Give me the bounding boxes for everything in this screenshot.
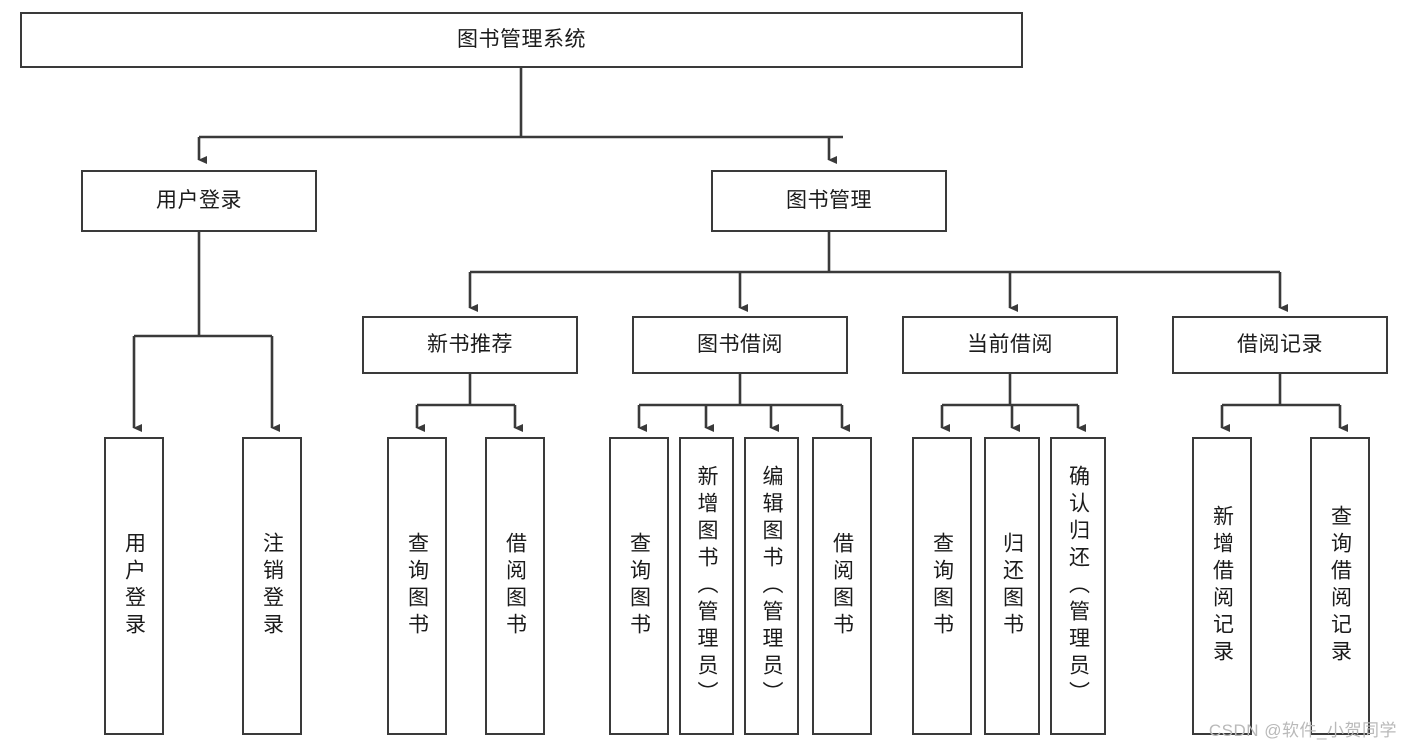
node-new-book-recommend-label: 新书推荐 <box>427 333 513 357</box>
edge-borrowrecord-to-leaves <box>1220 374 1348 432</box>
edge-userlogin-to-leaves <box>132 232 280 432</box>
leaf-edit-book-admin[interactable]: 编辑图书（管理员） <box>744 437 799 735</box>
node-root[interactable]: 图书管理系统 <box>20 12 1023 68</box>
leaf-logout-login[interactable]: 注销登录 <box>242 437 302 735</box>
leaf-borrow-book-recommend[interactable]: 借阅图书 <box>485 437 545 735</box>
node-book-manage-label: 图书管理 <box>786 189 872 213</box>
edge-currentborrow-to-leaves <box>940 374 1086 432</box>
edge-root-to-level2 <box>197 68 843 164</box>
leaf-query-book-current-label: 查询图书 <box>930 532 954 640</box>
node-borrow-record[interactable]: 借阅记录 <box>1172 316 1388 374</box>
node-borrow-record-label: 借阅记录 <box>1237 333 1323 357</box>
leaf-edit-book-admin-label: 编辑图书（管理员） <box>760 464 783 708</box>
leaf-logout-login-label: 注销登录 <box>260 532 284 640</box>
leaf-add-borrow-record[interactable]: 新增借阅记录 <box>1192 437 1252 735</box>
leaf-borrow-book-borrow[interactable]: 借阅图书 <box>812 437 872 735</box>
leaf-query-borrow-record-label: 查询借阅记录 <box>1328 505 1352 667</box>
leaf-query-book-recommend-label: 查询图书 <box>405 532 429 640</box>
leaf-return-book[interactable]: 归还图书 <box>984 437 1040 735</box>
node-new-book-recommend[interactable]: 新书推荐 <box>362 316 578 374</box>
leaf-user-login[interactable]: 用户登录 <box>104 437 164 735</box>
leaf-return-book-label: 归还图书 <box>1000 532 1024 640</box>
leaf-add-book-admin[interactable]: 新增图书（管理员） <box>679 437 734 735</box>
node-root-label: 图书管理系统 <box>457 28 586 52</box>
node-current-borrow[interactable]: 当前借阅 <box>902 316 1118 374</box>
leaf-query-borrow-record[interactable]: 查询借阅记录 <box>1310 437 1370 735</box>
leaf-query-book-borrow[interactable]: 查询图书 <box>609 437 669 735</box>
node-book-borrow[interactable]: 图书借阅 <box>632 316 848 374</box>
leaf-query-book-current[interactable]: 查询图书 <box>912 437 972 735</box>
leaf-borrow-book-borrow-label: 借阅图书 <box>830 532 854 640</box>
leaf-add-borrow-record-label: 新增借阅记录 <box>1210 505 1234 667</box>
node-book-manage[interactable]: 图书管理 <box>711 170 947 232</box>
leaf-query-book-borrow-label: 查询图书 <box>627 532 651 640</box>
edge-bookmanage-to-level3 <box>468 232 1288 312</box>
leaf-confirm-return-admin[interactable]: 确认归还（管理员） <box>1050 437 1106 735</box>
node-user-login-label: 用户登录 <box>156 189 242 213</box>
leaf-user-login-label: 用户登录 <box>122 532 146 640</box>
node-book-borrow-label: 图书借阅 <box>697 333 783 357</box>
leaf-borrow-book-recommend-label: 借阅图书 <box>503 532 527 640</box>
leaf-query-book-recommend[interactable]: 查询图书 <box>387 437 447 735</box>
edge-recommend-to-leaves <box>415 374 523 432</box>
node-user-login[interactable]: 用户登录 <box>81 170 317 232</box>
node-current-borrow-label: 当前借阅 <box>967 333 1053 357</box>
leaf-add-book-admin-label: 新增图书（管理员） <box>695 464 718 708</box>
edge-bookborrow-to-leaves <box>637 374 850 432</box>
leaf-confirm-return-admin-label: 确认归还（管理员） <box>1066 464 1090 708</box>
